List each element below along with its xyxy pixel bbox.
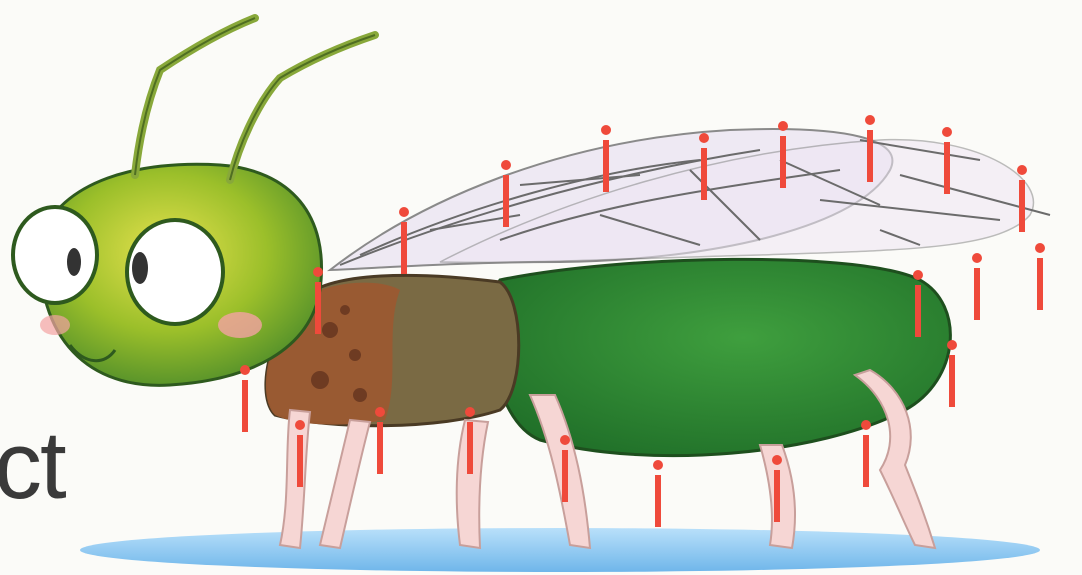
pin-marker	[861, 420, 871, 487]
partial-title-text: ct	[0, 418, 65, 514]
cheek-left	[40, 315, 70, 335]
antennae	[135, 18, 375, 180]
pin-marker	[653, 460, 663, 527]
head	[13, 164, 322, 385]
pin-marker	[240, 365, 250, 432]
left-pupil	[67, 248, 81, 276]
ground-shadow	[80, 528, 1040, 572]
right-pupil	[132, 252, 148, 284]
left-eye	[13, 207, 97, 303]
cheek	[218, 312, 262, 338]
wings	[330, 129, 1050, 270]
pin-marker	[972, 253, 982, 320]
pin-marker	[1035, 243, 1045, 310]
